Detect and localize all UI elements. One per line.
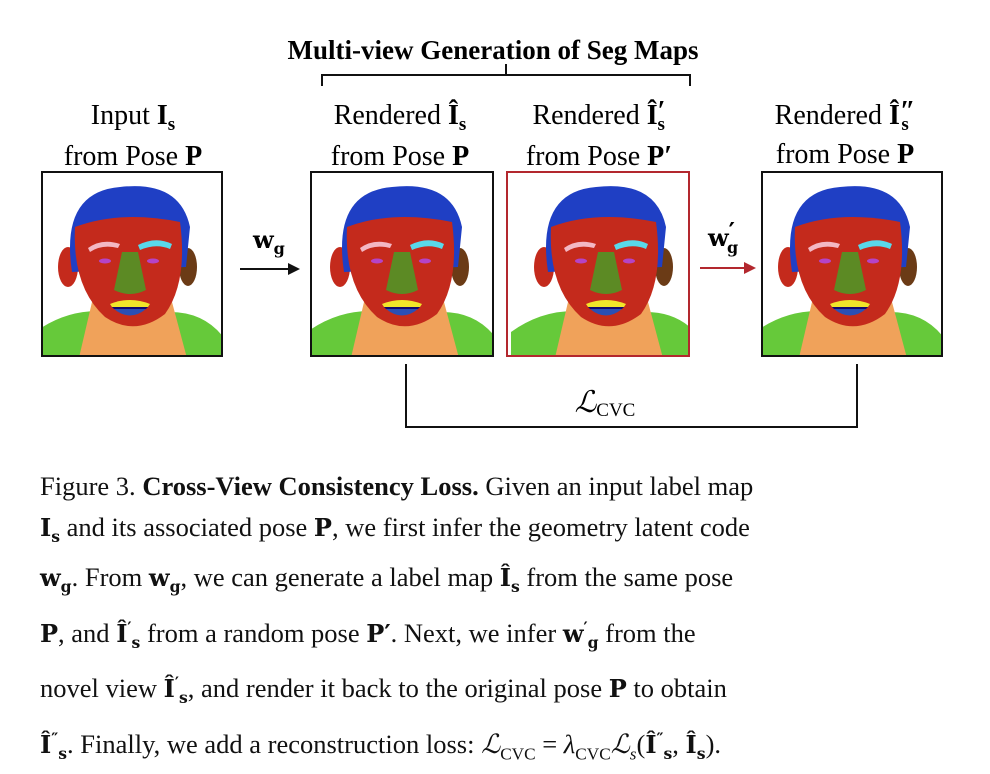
mouth-region <box>384 307 420 309</box>
brow-left <box>88 241 120 252</box>
caption-text: from the same pose <box>526 561 734 592</box>
sym-Is-hat-dprime: Î″s <box>40 729 67 763</box>
mouth-region <box>112 307 148 309</box>
sym-P: P <box>608 674 627 704</box>
panel-label-render3: Rendered Î″s from Pose P <box>775 96 916 170</box>
lips-lower <box>834 309 866 316</box>
eye-right <box>623 258 635 264</box>
panel-label-render2: Rendered Î′s from Pose P′ <box>526 96 672 172</box>
sym-wg: wg <box>40 562 72 596</box>
caption-text: from the <box>605 617 696 648</box>
eye-left <box>371 258 383 264</box>
eye-left <box>819 258 831 264</box>
loss-label: ℒCVC <box>575 386 636 421</box>
panel-label-render1: Rendered Îs from Pose P <box>331 100 469 172</box>
svg-text:from Pose P: from Pose P <box>64 141 202 172</box>
lips-upper <box>586 300 626 307</box>
panel-label-input: Input Is from Pose P <box>64 100 202 172</box>
eq-paren: ( <box>636 729 646 760</box>
arrow-wg-prime: w′g <box>700 217 756 274</box>
svg-text:w′g: w′g <box>707 217 738 257</box>
lips-lower <box>386 309 418 316</box>
arrow-wg: wg <box>240 225 300 275</box>
caption-text: and its associated pose <box>66 512 308 542</box>
nose-region <box>834 252 866 294</box>
caption-text: . Finally, we add a reconstruction loss: <box>66 729 475 760</box>
brow-left <box>564 241 596 252</box>
figure-caption: Figure 3. Cross-View Consistency Loss. G… <box>40 466 960 774</box>
figure-diagram: Multi-view Generation of Seg Maps Input … <box>41 35 943 428</box>
eq-comma: , <box>672 729 686 760</box>
sym-Is-hat-dprime: Î″s <box>645 729 673 763</box>
brow-right <box>138 240 172 250</box>
eq-equals: = <box>535 729 564 760</box>
face-panel-render3 <box>761 171 943 357</box>
caption-fig-label: Figure 3. <box>40 471 136 501</box>
svg-text:from Pose P: from Pose P <box>776 139 914 170</box>
svg-text:Rendered Î′s: Rendered Î′s <box>532 96 665 135</box>
brow-right <box>858 240 892 250</box>
sym-wg: wg <box>148 562 181 596</box>
panel-border <box>761 171 943 357</box>
eq-paren: ). <box>705 729 722 760</box>
mouth-region <box>588 307 624 309</box>
eq-ls: ℒs <box>610 729 637 764</box>
brow-right <box>410 240 444 250</box>
eye-right <box>419 258 431 264</box>
nose-region <box>590 252 622 294</box>
brow-left <box>360 241 392 252</box>
caption-title: Cross-View Consistency Loss. <box>142 471 479 501</box>
lips-upper <box>382 300 422 307</box>
sym-Is-hat-prime: Î′s <box>116 617 141 652</box>
lips-upper <box>830 300 870 307</box>
svg-text:Input Is: Input Is <box>91 100 175 135</box>
brow-left <box>808 241 840 252</box>
caption-text: . From <box>71 561 143 592</box>
caption-text: to obtain <box>633 673 727 704</box>
face-panel-render1 <box>310 171 494 357</box>
caption-text: from a random pose <box>146 617 360 648</box>
eye-left <box>575 258 587 264</box>
mouth-region <box>832 307 868 309</box>
sym-P: P <box>313 513 332 542</box>
caption-text: Given an input label map <box>485 471 754 501</box>
lips-lower <box>590 309 622 316</box>
svg-text:Rendered Îs: Rendered Îs <box>334 100 467 135</box>
sym-Is-hat: Îs <box>499 562 520 596</box>
brow-right <box>614 240 648 250</box>
loss-bracket <box>405 364 858 428</box>
group-bracket <box>321 64 691 86</box>
eye-right <box>867 258 879 264</box>
eq-lambda: λCVC <box>563 729 611 764</box>
lips-upper <box>110 300 150 307</box>
lips-lower <box>114 309 146 316</box>
eq-loss: ℒCVC <box>481 729 536 764</box>
face-panel-render2 <box>506 171 690 357</box>
caption-text: , we can generate a label map <box>180 561 494 592</box>
sym-Is-hat-prime: Î′s <box>163 673 188 708</box>
caption-text: , we first infer the geometry latent cod… <box>331 512 750 542</box>
caption-text: . Next, we infer <box>390 617 557 648</box>
nose-region <box>386 252 418 294</box>
caption-text: , and render it back to the original pos… <box>187 673 603 704</box>
caption-text: , and <box>58 617 110 648</box>
eye-right <box>147 258 159 264</box>
svg-text:wg: wg <box>252 225 285 258</box>
caption-text: novel view <box>40 673 158 704</box>
sym-Is: Is <box>40 513 61 546</box>
svg-text:Rendered Î″s: Rendered Î″s <box>775 96 916 135</box>
eye-left <box>99 258 111 264</box>
panel-border <box>41 171 223 357</box>
sym-P-prime: P′ <box>366 618 391 648</box>
face-panel-input <box>41 171 223 357</box>
nose-region <box>114 252 146 294</box>
sym-P: P <box>40 618 59 648</box>
group-title: Multi-view Generation of Seg Maps <box>288 35 699 65</box>
panel-border <box>310 171 494 357</box>
sym-Is-hat: Îs <box>685 730 706 763</box>
panel-border <box>506 171 690 357</box>
sym-wg-prime: w′g <box>562 617 599 652</box>
svg-text:from Pose P′: from Pose P′ <box>526 141 672 172</box>
svg-text:from Pose P: from Pose P <box>331 141 469 172</box>
